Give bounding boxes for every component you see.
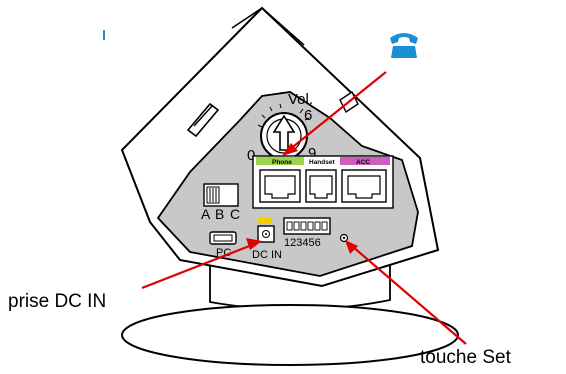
acc-port-label: ACC [356,159,370,166]
dc-in-label: DC IN [252,249,282,261]
set-key-callout: touche Set [420,348,511,367]
blue-mark [103,30,105,40]
switch-label-c: C [230,206,240,222]
abc-switch[interactable] [204,184,238,206]
stand-base [122,305,458,365]
pc-port[interactable] [210,232,236,244]
dial-mid-label: 6 [304,107,312,124]
dc-in-callout: prise DC IN [8,292,106,311]
dc-in-jack[interactable] [258,226,274,242]
telephone-handset-icon [390,33,418,58]
handset-port[interactable] [306,170,336,202]
switch-label-a: A [201,206,211,222]
dcin-tab [258,218,272,224]
volume-label: Vol. [288,91,313,108]
phone-port[interactable] [260,170,300,202]
set-key[interactable] [341,235,348,242]
acc-port[interactable] [342,170,386,202]
dip-switch-bank[interactable] [284,218,330,234]
handset-port-label: Handset [309,159,335,166]
switch-label-b: B [215,206,224,222]
dip-switch-label: 123456 [284,237,321,249]
phone-port-label: Phone [272,159,292,166]
